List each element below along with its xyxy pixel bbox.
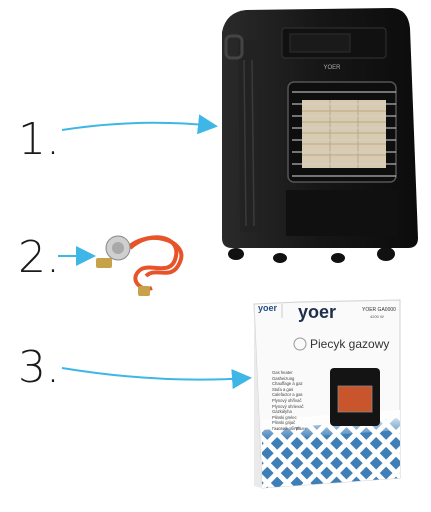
language-item: Gasheizung: [272, 375, 295, 381]
arrow-3: [61, 367, 252, 390]
language-item: Plynový ohrievač: [272, 403, 304, 409]
language-item: Gas heater: [272, 370, 293, 375]
language-item: Stufa a gas: [272, 386, 294, 392]
step-1-number: 1.: [18, 114, 60, 165]
arrow-1: [61, 114, 218, 135]
gas-heater-image: YOER: [222, 8, 418, 263]
package-model: YOER GA0000: [362, 307, 396, 313]
package-model-sub: 4200 W: [370, 314, 384, 319]
heater-brand-label: YOER: [323, 65, 341, 71]
language-item: Chauffage à gaz: [272, 381, 303, 387]
regulator-hose-image: [96, 235, 184, 296]
package-brand-small: yoer: [258, 303, 278, 313]
package-box-image: [253, 299, 401, 489]
language-item: Газовий обігрівач: [272, 425, 306, 431]
language-item: Plinski grelec: [272, 414, 297, 420]
language-item: Plynový ohřívač: [272, 397, 302, 403]
package-title: Piecyk gazowy: [310, 337, 390, 351]
package-language-list: Gas heater Gasheizung Chauffage à gaz St…: [272, 370, 328, 432]
step-3-number: 3.: [18, 342, 60, 393]
package-brand-large: yoer: [298, 302, 337, 322]
language-item: Plinski grijač: [272, 420, 296, 426]
language-item: Gázkályha: [272, 409, 292, 415]
step-2-number: 2.: [18, 232, 60, 283]
language-item: Calefactor a gas: [272, 392, 303, 398]
